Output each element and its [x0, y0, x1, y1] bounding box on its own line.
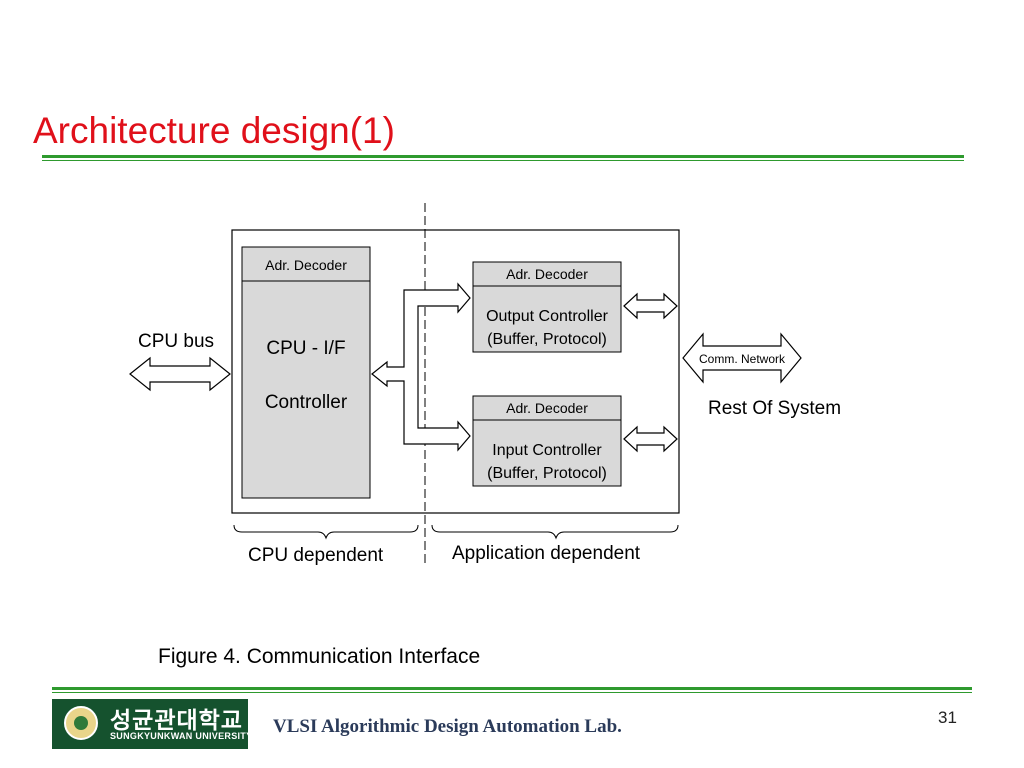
title-underline [42, 155, 964, 158]
input-decoder-label: Adr. Decoder [506, 400, 588, 416]
logo-korean-text: 성균관대학교 [110, 708, 243, 734]
input-controller-line2: (Buffer, Protocol) [487, 465, 607, 482]
cpu-bus-label: CPU bus [138, 331, 214, 352]
application-dependent-label: Application dependent [452, 543, 641, 564]
cpu-decoder-label: Adr. Decoder [265, 257, 347, 273]
footer-rule-top [52, 687, 972, 690]
input-controller-line1: Input Controller [492, 442, 602, 459]
output-controller-line2: (Buffer, Protocol) [487, 331, 607, 348]
output-external-arrow [623, 292, 678, 320]
cpu-decoder-box [241, 246, 371, 282]
input-controller-box [472, 419, 622, 487]
cpu-controller-line2: Controller [265, 392, 348, 413]
footer-lab-name: VLSI Algorithmic Design Automation Lab. [273, 716, 622, 737]
rest-of-system-label: Rest Of System [708, 398, 841, 419]
footer-rule-bottom [52, 692, 972, 693]
input-external-arrow [623, 425, 678, 453]
output-controller-line1: Output Controller [486, 308, 609, 325]
cpu-dependent-brace [233, 524, 419, 540]
comm-network-arrow [682, 332, 802, 384]
cpu-dependent-label: CPU dependent [248, 545, 384, 566]
application-dependent-brace [431, 524, 679, 540]
comm-network-label: Comm. Network [699, 352, 786, 366]
figure-caption: Figure 4. Communication Interface [158, 645, 481, 668]
cpu-bus-arrow [129, 356, 231, 392]
logo-english-text: SUNGKYUNKWAN UNIVERSITY [110, 731, 253, 741]
slide-title: Architecture design(1) [33, 110, 395, 151]
cpu-controller-box [241, 280, 371, 499]
seal-icon [64, 706, 98, 740]
internal-bus-arrow [371, 282, 471, 452]
page-number: 31 [938, 708, 957, 727]
cpu-controller-line1: CPU - I/F [266, 338, 345, 359]
output-decoder-label: Adr. Decoder [506, 266, 588, 282]
university-logo: 성균관대학교 SUNGKYUNKWAN UNIVERSITY [52, 699, 252, 749]
output-controller-box [472, 285, 622, 353]
title-underline-thin [42, 160, 964, 161]
